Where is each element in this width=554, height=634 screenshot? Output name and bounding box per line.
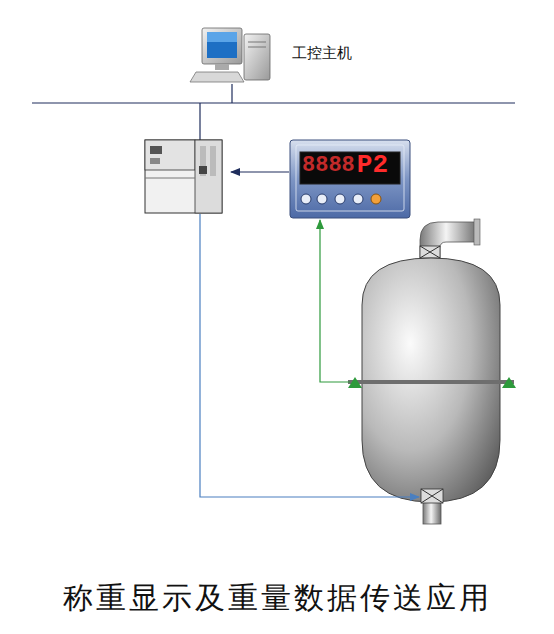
weighing-indicator: [290, 140, 410, 218]
plc-controller: [145, 140, 222, 213]
bus-drop: [199, 103, 200, 140]
signal-arrow: [231, 171, 289, 172]
load-cell: [348, 377, 362, 388]
bus-drop: [231, 84, 232, 103]
tank-vessel: [348, 219, 514, 524]
display-digits: P2: [357, 151, 388, 180]
display-digits: 8888: [302, 154, 355, 178]
network-bus: [32, 102, 515, 103]
computer-icon: [190, 28, 270, 82]
caption: 称重显示及重量数据传送应用: [63, 578, 492, 619]
load-cell: [502, 377, 516, 388]
load-cell-wire: [320, 220, 350, 382]
computer-node: 工控主机: [288, 42, 356, 65]
valve-control-line: [200, 214, 419, 497]
node-label: 工控主机: [292, 44, 352, 63]
